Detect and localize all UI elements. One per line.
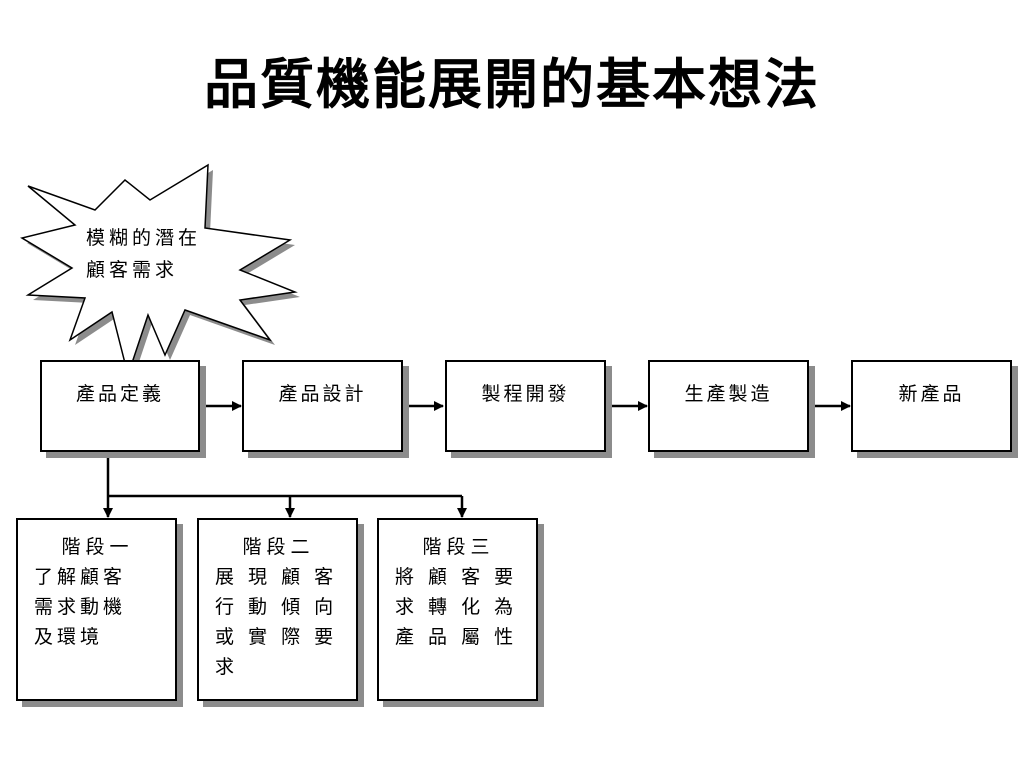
starburst-label: 模糊的潛在 顧客需求 xyxy=(86,227,202,281)
process-box-process-development: 製程開發 xyxy=(445,360,606,452)
stage-title: 階段一 xyxy=(61,536,134,558)
stage-description: 展 現 顧 客 行 動 傾 向 或 實 際 要 求 xyxy=(215,566,338,678)
starburst-shape xyxy=(20,163,298,378)
process-label: 生產製造 xyxy=(684,383,773,405)
page-title: 品質機能展開的基本想法 xyxy=(204,52,820,116)
stage-box-1: 階段一 了解顧客 需求動機 及環境 xyxy=(16,518,177,701)
stage-box-2: 階段二 展 現 顧 客 行 動 傾 向 或 實 際 要 求 xyxy=(197,518,358,701)
process-box-product-design: 產品設計 xyxy=(242,360,403,452)
process-label: 產品定義 xyxy=(75,383,164,405)
stage-title: 階段三 xyxy=(422,536,495,558)
process-label: 製程開發 xyxy=(481,383,570,405)
process-box-new-product: 新產品 xyxy=(851,360,1012,452)
process-box-production: 生產製造 xyxy=(648,360,809,452)
process-label: 產品設計 xyxy=(278,383,367,405)
stage-title: 階段二 xyxy=(242,536,315,558)
stage-description: 將 顧 客 要 求 轉 化 為 產 品 屬 性 xyxy=(395,566,518,648)
stage-description: 了解顧客 需求動機 及環境 xyxy=(34,566,127,648)
process-label: 新產品 xyxy=(898,383,965,405)
process-box-product-definition: 產品定義 xyxy=(40,360,200,452)
stage-box-3: 階段三 將 顧 客 要 求 轉 化 為 產 品 屬 性 xyxy=(377,518,538,701)
